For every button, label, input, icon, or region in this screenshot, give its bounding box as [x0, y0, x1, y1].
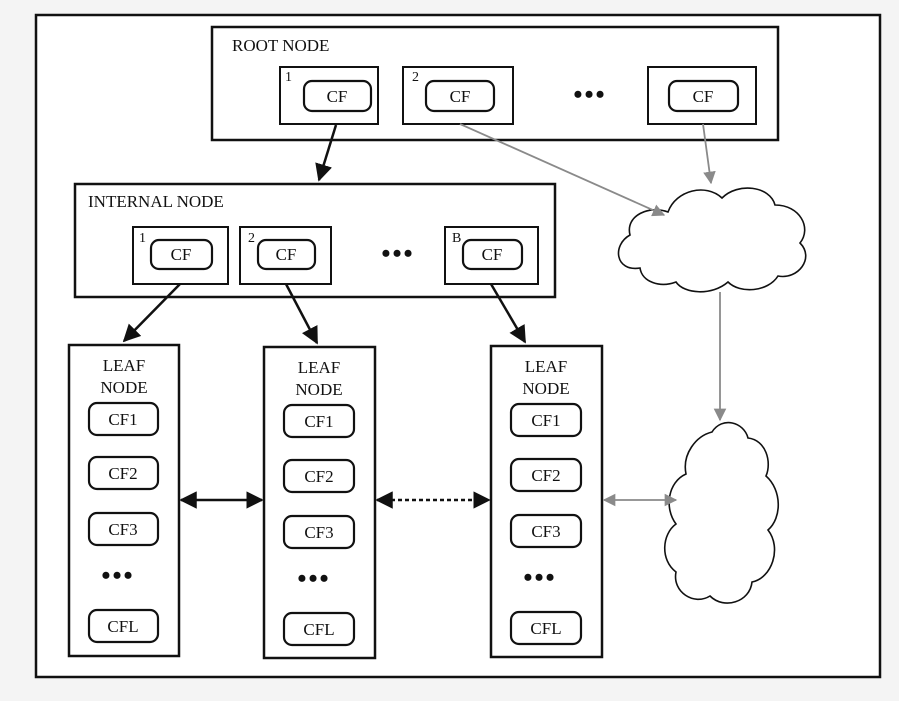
- cf-label: CF: [276, 245, 297, 264]
- leaf-cf-last: CFL: [107, 617, 138, 636]
- root-entry-2: 2 CF: [402, 66, 514, 125]
- leaf-cf-last: CFL: [303, 620, 334, 639]
- leaf-node-1: LEAF NODE CF1 CF2 CF3 ••• CFL: [67, 343, 181, 658]
- arrow-internal-to-leaf-2: [284, 283, 319, 345]
- arrow-root-to-internal: [315, 124, 338, 182]
- leaf-title-line1: LEAF: [298, 358, 341, 377]
- internal-entry-1: 1 CF: [132, 226, 229, 285]
- leaf-title-line2: NODE: [295, 380, 342, 399]
- root-entry-last: CF: [647, 66, 757, 125]
- leaf-cf-entry: CF3: [108, 520, 137, 539]
- leaf-cf-entry: CF2: [304, 467, 333, 486]
- leaf-node-2: LEAF NODE CF1 CF2 CF3 ••• CFL: [262, 345, 377, 660]
- internal-entry-2: 2 CF: [239, 226, 332, 285]
- ellipsis: •••: [381, 239, 414, 268]
- leaf-node-3: LEAF NODE CF1 CF2 CF3 ••• CFL: [489, 344, 604, 659]
- internal-entry-b: B CF: [444, 226, 539, 285]
- cloud-upper: [617, 187, 807, 293]
- leaf-cf-entry: CF1: [531, 411, 560, 430]
- gray-arrow-root-entry-to-cloud: [459, 123, 666, 217]
- root-entry-index: 1: [285, 70, 292, 85]
- leaf-cf-entry: CF1: [304, 412, 333, 431]
- cf-label: CF: [450, 87, 471, 106]
- leaf-cf-entry: CF2: [531, 466, 560, 485]
- cf-label: CF: [482, 245, 503, 264]
- leaf-cf-last: CFL: [530, 619, 561, 638]
- leaf-cf-entry: CF3: [531, 522, 560, 541]
- root-node-title: ROOT NODE: [232, 36, 329, 55]
- leaf-cf-entry: CF3: [304, 523, 333, 542]
- leaf-title-line1: LEAF: [103, 356, 146, 375]
- leaf-cf-entry: CF2: [108, 464, 137, 483]
- internal-entry-index: 1: [139, 231, 146, 246]
- internal-node: INTERNAL NODE 1 CF 2 CF ••• B CF: [73, 182, 557, 299]
- gray-arrow-root-last-to-cloud: [702, 123, 716, 185]
- internal-entry-index: 2: [248, 231, 255, 246]
- arrow-internal-to-leaf-1: [122, 283, 181, 343]
- ellipsis: •••: [523, 563, 556, 592]
- root-entry-1: 1 CF: [279, 66, 379, 125]
- root-entry-index: 2: [412, 70, 419, 85]
- cf-label: CF: [171, 245, 192, 264]
- ellipsis: •••: [297, 564, 330, 593]
- internal-entry-index: B: [452, 231, 461, 246]
- cf-label: CF: [693, 87, 714, 106]
- leaf-title-line2: NODE: [522, 379, 569, 398]
- ellipsis: •••: [573, 80, 606, 109]
- ellipsis: •••: [101, 561, 134, 590]
- root-node: ROOT NODE 1 CF 2 CF ••• CF: [210, 25, 780, 142]
- arrow-internal-to-leaf-3: [489, 283, 527, 344]
- internal-node-title: INTERNAL NODE: [88, 192, 224, 211]
- leaf-title-line2: NODE: [100, 378, 147, 397]
- cf-label: CF: [327, 87, 348, 106]
- leaf-title-line1: LEAF: [525, 357, 568, 376]
- leaf-cf-entry: CF1: [108, 410, 137, 429]
